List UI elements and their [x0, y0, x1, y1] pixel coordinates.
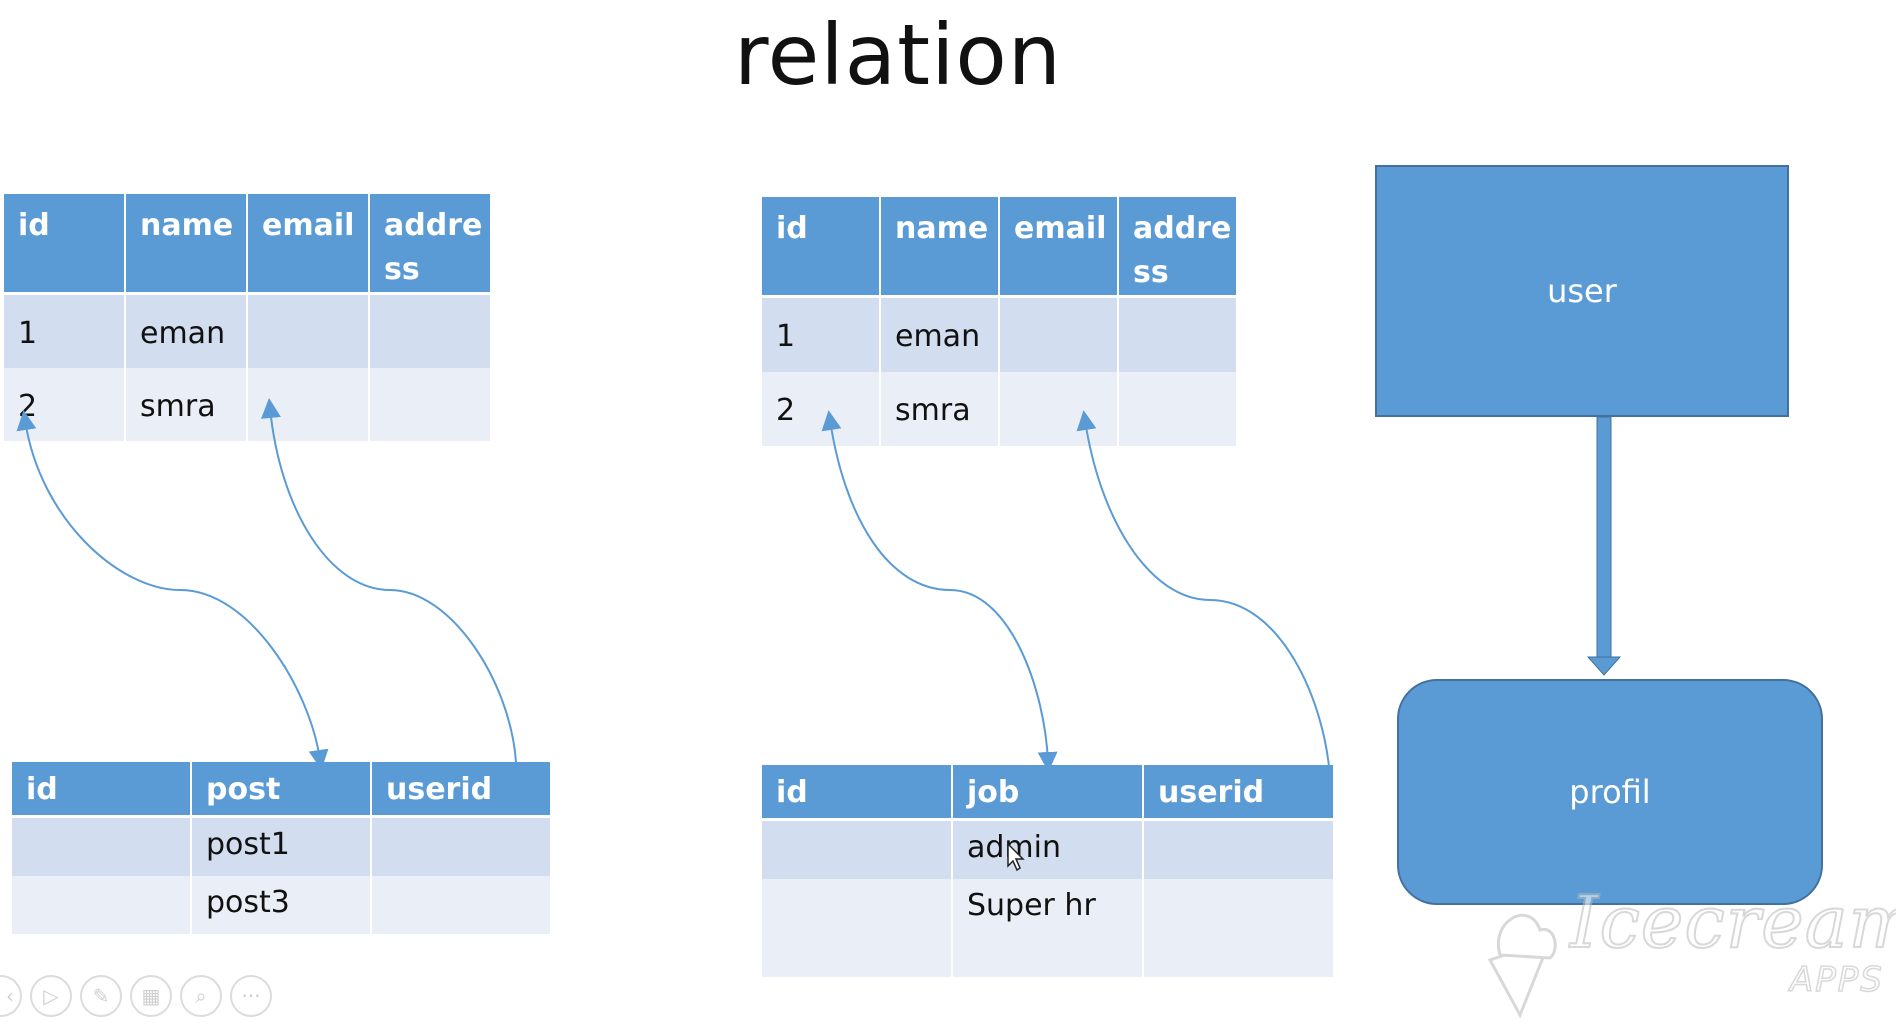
- table-row: admin: [762, 821, 1333, 879]
- icecream-watermark: Icecream APPS: [1470, 879, 1896, 1020]
- users-table-left: id name email addre ss 1 eman 2 smra: [2, 194, 492, 441]
- header-name: name: [126, 194, 246, 295]
- cell: [1119, 298, 1236, 372]
- watermark-brand: Icecream: [1569, 879, 1896, 965]
- watermark-sub: APPS: [1789, 959, 1884, 1001]
- header-id: id: [762, 197, 879, 298]
- connector-curve: [16, 410, 329, 770]
- cell: [1119, 372, 1236, 446]
- cell: [1144, 879, 1333, 977]
- cell: eman: [126, 295, 246, 368]
- cell: 2: [762, 372, 879, 446]
- header-address: addre ss: [370, 194, 490, 295]
- user-entity-box: user: [1375, 165, 1789, 417]
- cell: [12, 818, 190, 876]
- header-email: email: [248, 194, 368, 295]
- table-row: 2 smra: [762, 372, 1236, 446]
- cell: smra: [881, 372, 998, 446]
- table-row: post1: [12, 818, 550, 876]
- profil-label: profil: [1569, 773, 1651, 811]
- jobs-table: id job userid admin Super hr: [760, 765, 1335, 977]
- cell: [248, 368, 368, 441]
- icecream-logo-icon: [1487, 913, 1557, 1019]
- play-icon[interactable]: ▷: [30, 975, 72, 1017]
- presentation-toolbar: ‹ ▷ ✎ ▦ ⌕ ···: [0, 975, 272, 1021]
- table-row: post3: [12, 876, 550, 934]
- connector-curve: [821, 410, 1058, 772]
- header-id: id: [4, 194, 124, 295]
- cell: Super hr: [953, 879, 1142, 977]
- cell: smra: [126, 368, 246, 441]
- slide-title: relation: [733, 6, 1063, 104]
- zoom-icon[interactable]: ⌕: [180, 975, 222, 1017]
- user-profil-arrow-head: [1586, 656, 1622, 676]
- header-address: addre ss: [1119, 197, 1236, 298]
- connector-curve: [261, 398, 517, 763]
- header-email: email: [1000, 197, 1117, 298]
- user-profil-arrow-shaft: [1596, 416, 1612, 658]
- cell: admin: [953, 821, 1142, 879]
- cell: [248, 295, 368, 368]
- cell: [12, 876, 190, 934]
- header-userid: userid: [1144, 765, 1333, 821]
- pen-icon[interactable]: ✎: [80, 975, 122, 1017]
- cell: 2: [4, 368, 124, 441]
- table-row: 1 eman: [762, 298, 1236, 372]
- table-row: 1 eman: [4, 295, 490, 368]
- cell: post3: [192, 876, 370, 934]
- cell: 1: [4, 295, 124, 368]
- header-userid: userid: [372, 762, 550, 818]
- connector-curve: [1076, 410, 1331, 779]
- cell: [1000, 298, 1117, 372]
- cell: [762, 879, 951, 977]
- header-job: job: [953, 765, 1142, 821]
- cell: [372, 876, 550, 934]
- users-table-right: id name email addre ss 1 eman 2 smra: [760, 197, 1238, 446]
- cell: post1: [192, 818, 370, 876]
- user-label: user: [1547, 272, 1617, 310]
- prev-icon[interactable]: ‹: [0, 975, 22, 1017]
- cell: [370, 295, 490, 368]
- cell: 1: [762, 298, 879, 372]
- cell: [1144, 821, 1333, 879]
- cell: [1000, 372, 1117, 446]
- more-icon[interactable]: ···: [230, 975, 272, 1017]
- cell: [372, 818, 550, 876]
- header-id: id: [12, 762, 190, 818]
- header-id: id: [762, 765, 951, 821]
- header-name: name: [881, 197, 998, 298]
- slides-icon[interactable]: ▦: [130, 975, 172, 1017]
- table-row: Super hr: [762, 879, 1333, 977]
- header-post: post: [192, 762, 370, 818]
- cell: eman: [881, 298, 998, 372]
- profil-entity-box: profil: [1397, 679, 1823, 905]
- posts-table: id post userid post1 post3: [10, 762, 552, 934]
- table-row: 2 smra: [4, 368, 490, 441]
- cell: [370, 368, 490, 441]
- cell: [762, 821, 951, 879]
